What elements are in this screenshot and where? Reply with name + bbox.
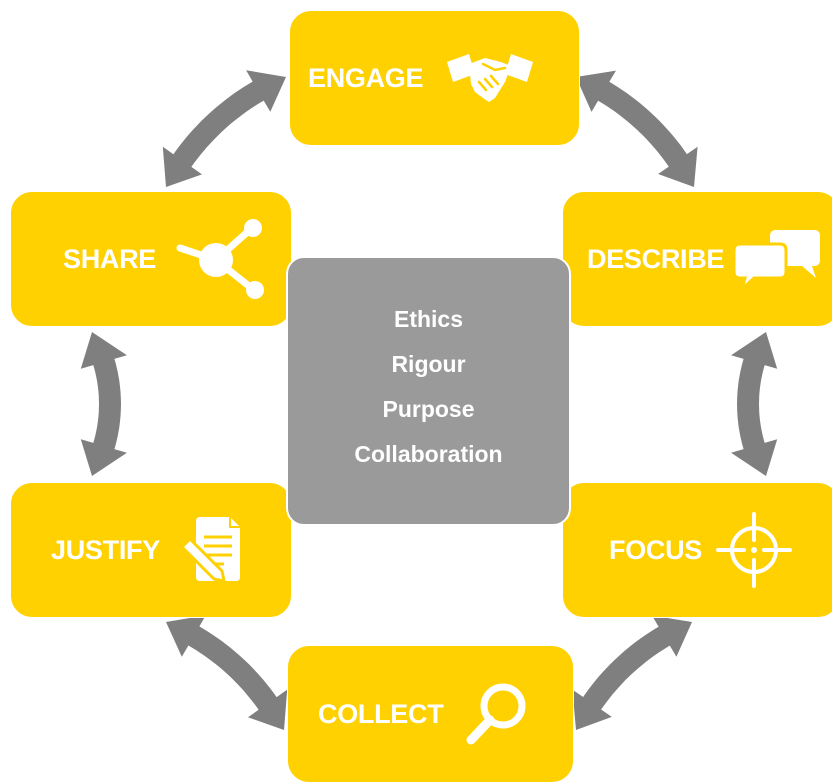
step-describe: DESCRIBE: [562, 191, 832, 327]
step-describe-label: DESCRIBE: [587, 243, 725, 274]
core-value-ethics: Ethics: [393, 305, 464, 332]
step-focus-label: FOCUS: [609, 534, 703, 565]
step-justify: JUSTIFY: [10, 482, 292, 618]
core-values-panel: Ethics Rigour Purpose Collaboration: [286, 256, 571, 526]
arrow-engage-share: [162, 70, 286, 187]
speech-bubbles-icon: [734, 228, 821, 290]
magnifier-icon: [465, 682, 529, 746]
core-value-collaboration: Collaboration: [354, 440, 503, 467]
step-share: SHARE: [10, 191, 292, 327]
handshake-icon: [445, 52, 535, 104]
arrow-engage-describe: [576, 70, 698, 187]
core-value-rigour: Rigour: [391, 350, 466, 377]
step-engage-label: ENGAGE: [308, 62, 424, 93]
step-engage: ENGAGE: [289, 10, 580, 146]
step-collect-label: COLLECT: [318, 698, 444, 729]
core-value-purpose: Purpose: [382, 395, 475, 422]
arrow-justify-collect: [166, 615, 288, 730]
document-pencil-icon: [178, 515, 242, 585]
step-justify-label: JUSTIFY: [51, 534, 160, 565]
arrow-share-justify: [80, 332, 127, 476]
crosshair-icon: [716, 512, 793, 588]
step-collect: COLLECT: [287, 645, 574, 783]
arrow-describe-focus: [731, 332, 778, 476]
share-icon: [176, 216, 268, 302]
arrow-focus-collect: [572, 615, 692, 730]
step-share-label: SHARE: [63, 243, 157, 274]
step-focus: FOCUS: [562, 482, 832, 618]
